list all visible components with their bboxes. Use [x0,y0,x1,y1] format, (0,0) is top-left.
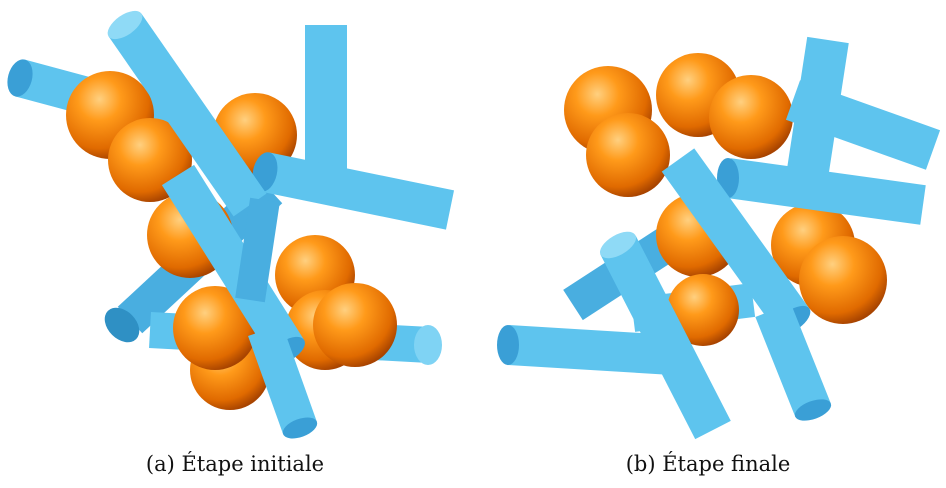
cylinder-cap [497,325,519,365]
cylinder-cap [7,59,33,97]
sphere [586,113,670,197]
cylinder [784,36,849,194]
cylinder-cap [107,10,143,40]
cylinder [755,302,831,418]
cylinder [108,13,267,217]
caption-initial-stage: (a) Étape initiale [145,452,325,476]
sphere [667,274,739,346]
cylinder [248,323,317,435]
cylinder [661,148,810,332]
cylinder [260,152,455,230]
cylinder-cap [104,307,140,343]
cylinder [235,197,280,303]
sphere [313,283,397,367]
cylinder-cap [794,399,832,421]
cylinder-cap [414,325,442,365]
sphere [709,75,793,159]
sphere [173,286,257,370]
cylinder [506,325,675,375]
panel-final-stage [473,0,946,448]
panel-initial-stage [0,0,473,448]
cylinder-cap [599,231,637,259]
render-final-stage [497,36,941,440]
cylinder-cap [282,417,318,439]
cylinder-cap [252,152,278,192]
render-initial-stage [7,10,455,439]
cylinder [161,164,305,361]
sphere [799,236,887,324]
cylinder [600,235,731,440]
caption-final-stage: (b) Étape finale [625,452,791,476]
cylinder [725,158,926,225]
